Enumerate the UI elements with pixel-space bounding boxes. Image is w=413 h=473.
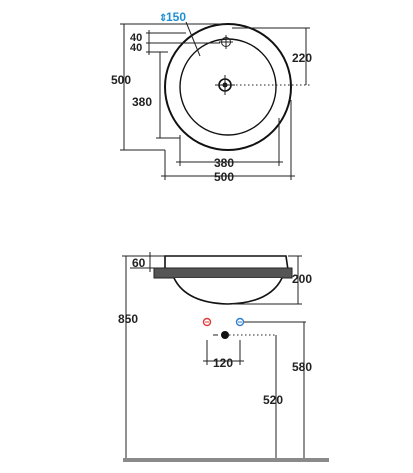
basin-outer-rim <box>164 23 292 151</box>
tap-hole-leader <box>185 21 201 57</box>
basin-depth-label: 200 <box>292 272 312 286</box>
basin-bowl-profile <box>173 277 283 305</box>
offset-b-label: 40 <box>130 42 142 54</box>
countertop <box>153 267 293 279</box>
waste-outlet-icon <box>221 331 229 339</box>
tap-hole-icon <box>219 35 233 49</box>
drain-icon <box>215 75 235 95</box>
height-outer-label: 500 <box>111 73 131 87</box>
cold-supply-icon <box>235 317 245 327</box>
width-outer-label: 500 <box>214 170 234 184</box>
height-inner-label: 380 <box>132 95 152 109</box>
tap-hole-symbol: ⇕ <box>159 13 167 24</box>
offset-a-label: 40 <box>130 32 142 44</box>
floor-line <box>123 458 329 462</box>
width-inner-label: 380 <box>214 156 234 170</box>
tap-hole-label: 150 <box>166 10 186 24</box>
side-view: 60 200 850 120 580 <box>118 252 329 462</box>
basin-inner-bowl <box>179 38 277 136</box>
mount-height-label: 850 <box>118 312 138 326</box>
waste-height-label: 520 <box>263 393 283 407</box>
supply-height-label: 580 <box>292 360 312 374</box>
tap-offset-label: 220 <box>292 51 312 65</box>
hot-supply-icon <box>202 317 212 327</box>
top-view: ⇕ 150 40 40 500 380 220 380 500 <box>111 10 312 184</box>
rim-height-label: 60 <box>132 256 146 270</box>
supply-spacing-label: 120 <box>213 356 233 370</box>
